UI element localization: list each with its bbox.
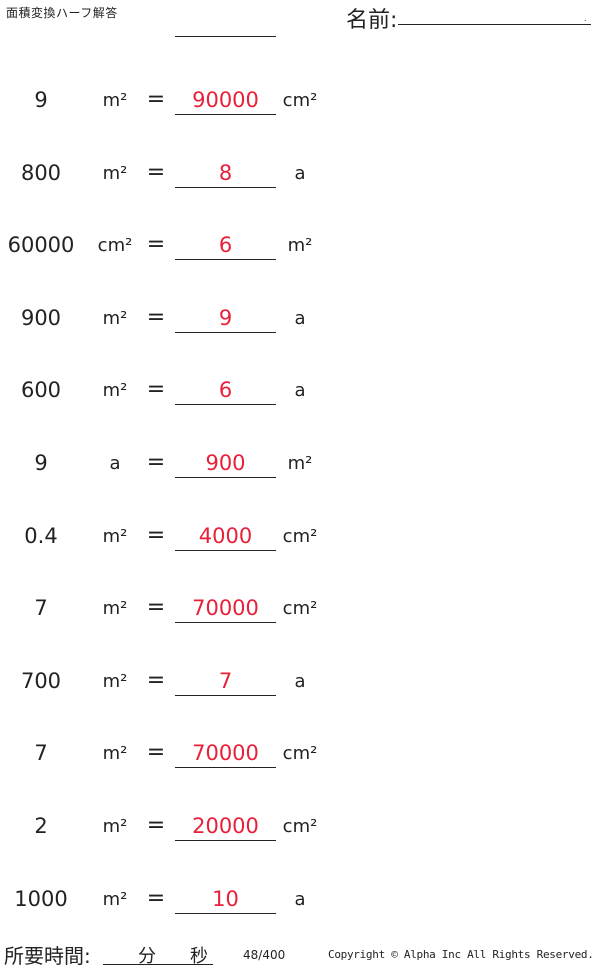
problem-value: 2 [34, 814, 48, 838]
answer-line[interactable] [175, 114, 276, 115]
problem-row: 9 m² = 90000 cm² [0, 82, 330, 122]
problem-from-unit: cm² [97, 235, 133, 257]
equals-sign: = [146, 595, 166, 621]
equals-sign: = [146, 159, 166, 185]
problem-answer: 9 [218, 305, 233, 330]
problem-value: 600 [20, 378, 62, 403]
problem-from-unit: m² [102, 670, 128, 692]
problem-answer: 20000 [192, 814, 259, 838]
problem-row: 60000 cm² = 6 m² [0, 227, 330, 267]
equals-sign: = [146, 667, 166, 693]
seconds-label: 秒 [190, 946, 208, 967]
problem-value: 9 [34, 451, 48, 475]
problem-value: 7 [34, 596, 48, 621]
problem-row: 2 m² = 20000 cm² [0, 808, 330, 848]
problem-row: 1000 m² = 10 a [0, 881, 330, 921]
problem-row: 0.4 m² = 4000 cm² [0, 518, 330, 558]
problem-row: 900 m² = 9 a [0, 300, 330, 340]
answer-line[interactable] [175, 259, 276, 261]
time-field-line[interactable] [103, 964, 213, 965]
problem-from-unit: m² [102, 380, 128, 402]
problem-from-unit: m² [102, 525, 128, 547]
problem-value: 900 [20, 305, 62, 330]
problem-from-unit: m² [102, 162, 128, 184]
answer-line[interactable] [175, 331, 276, 333]
answer-line[interactable] [175, 477, 276, 478]
problem-answer: 6 [218, 233, 233, 258]
answer-line[interactable] [175, 622, 276, 624]
time-label: 所要時間: [4, 944, 91, 968]
problem-row: 7 m² = 70000 cm² [0, 590, 330, 630]
answer-line[interactable] [175, 404, 276, 406]
problem-to-unit: a [294, 162, 306, 184]
answer-line[interactable] [175, 694, 276, 696]
worksheet-title: 面積変換ハーフ解答 [6, 6, 118, 20]
problem-answer: 4000 [198, 523, 253, 548]
equals-sign: = [146, 885, 166, 911]
name-field-line[interactable] [398, 24, 591, 25]
problem-to-unit: m² [287, 235, 313, 257]
equals-sign: = [146, 813, 166, 838]
problem-from-unit: m² [102, 743, 128, 765]
problem-row: 9 a = 900 m² [0, 445, 330, 485]
problem-value: 60000 [7, 233, 75, 258]
problem-to-unit: a [294, 380, 306, 402]
problem-answer: 900 [205, 451, 246, 475]
top-answer-line [175, 36, 276, 37]
copyright-notice: Copyright © Alpha Inc All Rights Reserve… [328, 948, 594, 961]
problem-from-unit: m² [102, 816, 128, 837]
answer-line[interactable] [175, 840, 276, 841]
problem-to-unit: cm² [282, 598, 318, 620]
problem-row: 600 m² = 6 a [0, 372, 330, 412]
equals-sign: = [146, 740, 166, 766]
equals-sign: = [146, 377, 166, 403]
problem-to-unit: cm² [282, 90, 318, 111]
problem-answer: 10 [212, 886, 239, 911]
problem-answer: 8 [218, 160, 233, 185]
problem-from-unit: a [109, 453, 121, 474]
equals-sign: = [146, 522, 166, 548]
problem-to-unit: m² [287, 453, 313, 474]
page-number: 48/400 [243, 948, 286, 962]
name-line-dot: . [584, 14, 587, 23]
equals-sign: = [146, 87, 166, 112]
answer-line[interactable] [175, 186, 276, 188]
problem-row: 800 m² = 8 a [0, 155, 330, 195]
equals-sign: = [146, 304, 166, 330]
answer-line[interactable] [175, 912, 276, 914]
problem-to-unit: cm² [282, 525, 318, 547]
problem-value: 0.4 [24, 523, 58, 548]
problem-answer: 6 [218, 378, 233, 403]
problem-to-unit: a [294, 307, 306, 329]
problem-value: 700 [20, 668, 62, 693]
problem-from-unit: m² [102, 90, 128, 111]
problem-value: 1000 [14, 886, 68, 911]
problem-to-unit: a [294, 670, 306, 692]
problem-answer: 70000 [192, 596, 259, 621]
problem-to-unit: cm² [282, 816, 318, 837]
answer-line[interactable] [175, 767, 276, 769]
problem-from-unit: m² [102, 598, 128, 620]
problem-value: 7 [34, 741, 48, 766]
equals-sign: = [146, 450, 166, 475]
problem-answer: 70000 [192, 741, 259, 766]
problem-row: 700 m² = 7 a [0, 663, 330, 703]
problem-answer: 7 [218, 668, 233, 693]
problem-row: 7 m² = 70000 cm² [0, 735, 330, 775]
problem-to-unit: cm² [282, 743, 318, 765]
name-label: 名前: [346, 8, 398, 33]
problem-to-unit: a [294, 888, 306, 910]
minutes-label: 分 [138, 946, 156, 967]
problem-from-unit: m² [102, 307, 128, 329]
answer-line[interactable] [175, 549, 276, 551]
problem-from-unit: m² [102, 888, 128, 910]
problem-answer: 90000 [192, 88, 259, 112]
problem-value: 800 [20, 160, 62, 185]
problem-value: 9 [34, 88, 48, 112]
equals-sign: = [146, 232, 166, 258]
